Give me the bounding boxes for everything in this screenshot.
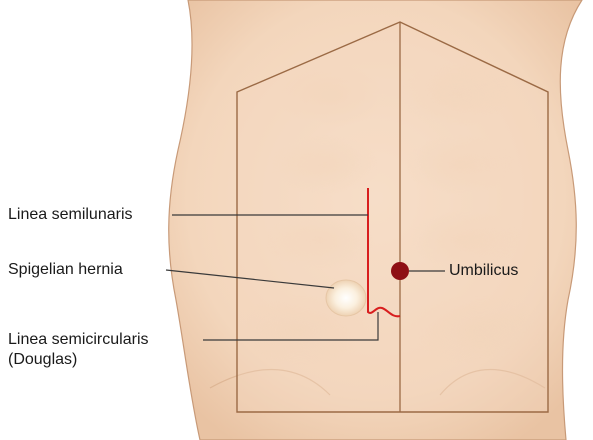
label-umbilicus: Umbilicus: [449, 261, 518, 281]
label-linea-semicircularis-line2: (Douglas): [8, 350, 149, 370]
rectus-sheath-outline: [237, 22, 548, 412]
label-linea-semilunaris: Linea semilunaris: [8, 205, 133, 225]
label-linea-semicircularis: Linea semicircularis (Douglas): [8, 330, 149, 370]
umbilicus-dot: [391, 262, 409, 280]
label-spigelian-hernia: Spigelian hernia: [8, 260, 123, 280]
spigelian-hernia-bulge: [326, 280, 366, 316]
label-linea-semicircularis-line1: Linea semicircularis: [8, 330, 149, 350]
